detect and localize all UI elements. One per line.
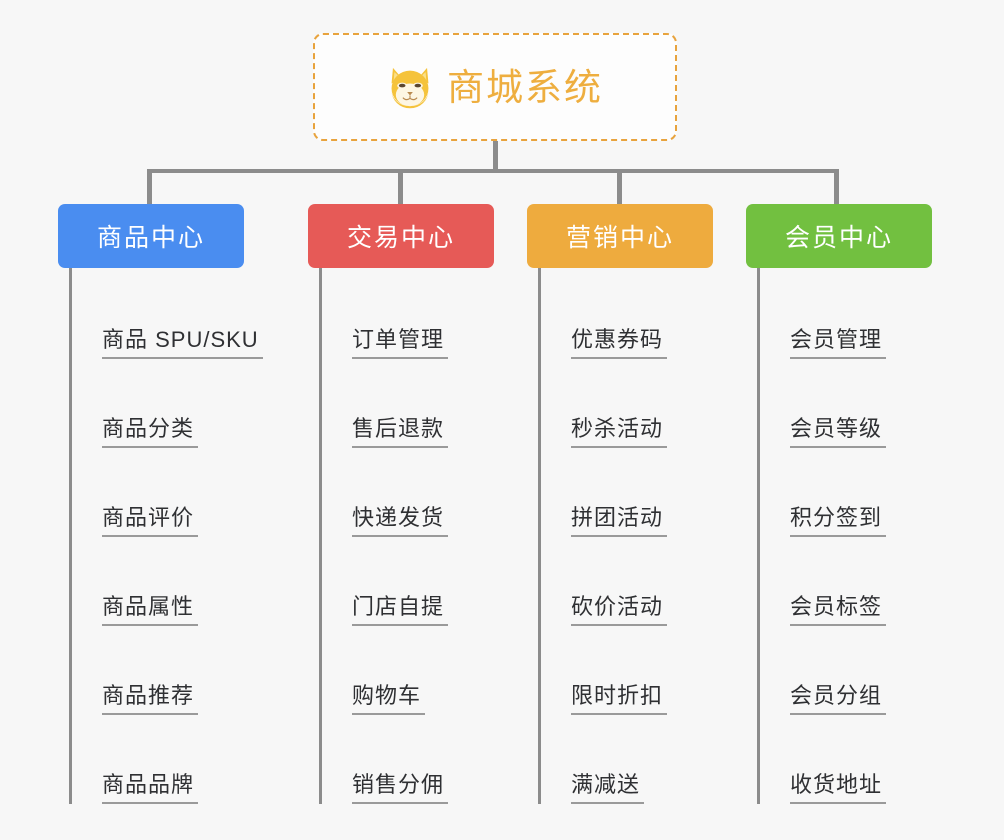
category-column-3: 会员中心会员管理会员等级积分签到会员标签会员分组收货地址 bbox=[746, 204, 932, 804]
leaf-label: 销售分佣 bbox=[352, 772, 449, 804]
leaf-label: 满减送 bbox=[571, 772, 645, 804]
leaf-item[interactable]: 门店自提 bbox=[322, 537, 494, 626]
leaf-label: 订单管理 bbox=[352, 327, 449, 359]
category-column-1: 交易中心订单管理售后退款快递发货门店自提购物车销售分佣 bbox=[308, 204, 494, 804]
leaf-list-0: 商品 SPU/SKU 商品分类商品评价商品属性商品推荐商品品牌 bbox=[69, 268, 263, 804]
leaf-label: 拼团活动 bbox=[571, 505, 668, 537]
root-node[interactable]: 商城系统 bbox=[313, 33, 677, 141]
category-header-2[interactable]: 营销中心 bbox=[527, 204, 713, 268]
category-header-0[interactable]: 商品中心 bbox=[58, 204, 244, 268]
category-label: 商品中心 bbox=[96, 224, 205, 252]
leaf-item[interactable]: 优惠券码 bbox=[541, 270, 713, 359]
leaf-item[interactable]: 商品属性 bbox=[72, 537, 244, 626]
leaf-label: 限时折扣 bbox=[571, 683, 668, 715]
shiba-dog-icon bbox=[391, 67, 429, 109]
category-column-0: 商品中心商品 SPU/SKU 商品分类商品评价商品属性商品推荐商品品牌 bbox=[58, 204, 263, 804]
leaf-item[interactable]: 商品分类 bbox=[72, 359, 244, 448]
connector-drop-1 bbox=[398, 169, 403, 204]
connector-drop-2 bbox=[617, 169, 622, 204]
leaf-label: 会员标签 bbox=[790, 594, 887, 626]
leaf-label: 商品品牌 bbox=[102, 772, 199, 804]
leaf-item[interactable]: 快递发货 bbox=[322, 448, 494, 537]
root-title: 商城系统 bbox=[447, 66, 603, 108]
leaf-label: 积分签到 bbox=[790, 505, 887, 537]
leaf-item[interactable]: 秒杀活动 bbox=[541, 359, 713, 448]
leaf-label: 优惠券码 bbox=[571, 327, 668, 359]
leaf-list-1: 订单管理售后退款快递发货门店自提购物车销售分佣 bbox=[319, 268, 494, 804]
leaf-item[interactable]: 商品评价 bbox=[72, 448, 244, 537]
leaf-label: 收货地址 bbox=[790, 772, 887, 804]
leaf-item[interactable]: 会员等级 bbox=[760, 359, 932, 448]
leaf-label: 会员分组 bbox=[790, 683, 887, 715]
leaf-item[interactable]: 商品推荐 bbox=[72, 626, 244, 715]
leaf-label: 商品评价 bbox=[102, 505, 199, 537]
category-label: 营销中心 bbox=[565, 224, 674, 252]
leaf-item[interactable]: 满减送 bbox=[541, 715, 713, 804]
leaf-item[interactable]: 订单管理 bbox=[322, 270, 494, 359]
connector-drop-0 bbox=[147, 169, 152, 204]
leaf-item[interactable]: 会员标签 bbox=[760, 537, 932, 626]
leaf-item[interactable]: 限时折扣 bbox=[541, 626, 713, 715]
leaf-label: 快递发货 bbox=[352, 505, 449, 537]
leaf-item[interactable]: 销售分佣 bbox=[322, 715, 494, 804]
leaf-item[interactable]: 售后退款 bbox=[322, 359, 494, 448]
leaf-label: 售后退款 bbox=[352, 416, 449, 448]
leaf-item[interactable]: 会员分组 bbox=[760, 626, 932, 715]
leaf-label: 商品分类 bbox=[102, 416, 199, 448]
leaf-label: 砍价活动 bbox=[571, 594, 668, 626]
leaf-item[interactable]: 商品品牌 bbox=[72, 715, 244, 804]
leaf-label: 会员管理 bbox=[790, 327, 887, 359]
category-header-3[interactable]: 会员中心 bbox=[746, 204, 932, 268]
connector-horizontal-bus bbox=[147, 169, 837, 173]
leaf-label: 秒杀活动 bbox=[571, 416, 668, 448]
connector-drop-3 bbox=[834, 169, 839, 204]
leaf-item[interactable]: 会员管理 bbox=[760, 270, 932, 359]
leaf-item[interactable]: 积分签到 bbox=[760, 448, 932, 537]
category-column-2: 营销中心优惠券码秒杀活动拼团活动砍价活动限时折扣满减送 bbox=[527, 204, 713, 804]
leaf-label: 商品属性 bbox=[102, 594, 199, 626]
leaf-label: 门店自提 bbox=[352, 594, 449, 626]
leaf-label: 会员等级 bbox=[790, 416, 887, 448]
leaf-label: 购物车 bbox=[352, 683, 426, 715]
connector-root-stem bbox=[493, 141, 498, 172]
leaf-label: 商品 SPU/SKU bbox=[102, 327, 263, 359]
leaf-item[interactable]: 拼团活动 bbox=[541, 448, 713, 537]
leaf-list-3: 会员管理会员等级积分签到会员标签会员分组收货地址 bbox=[757, 268, 932, 804]
leaf-item[interactable]: 砍价活动 bbox=[541, 537, 713, 626]
leaf-list-2: 优惠券码秒杀活动拼团活动砍价活动限时折扣满减送 bbox=[538, 268, 713, 804]
category-label: 交易中心 bbox=[346, 224, 455, 252]
leaf-label: 商品推荐 bbox=[102, 683, 199, 715]
category-header-1[interactable]: 交易中心 bbox=[308, 204, 494, 268]
leaf-item[interactable]: 收货地址 bbox=[760, 715, 932, 804]
leaf-item[interactable]: 购物车 bbox=[322, 626, 494, 715]
category-label: 会员中心 bbox=[784, 224, 893, 252]
leaf-item[interactable]: 商品 SPU/SKU bbox=[72, 270, 263, 359]
